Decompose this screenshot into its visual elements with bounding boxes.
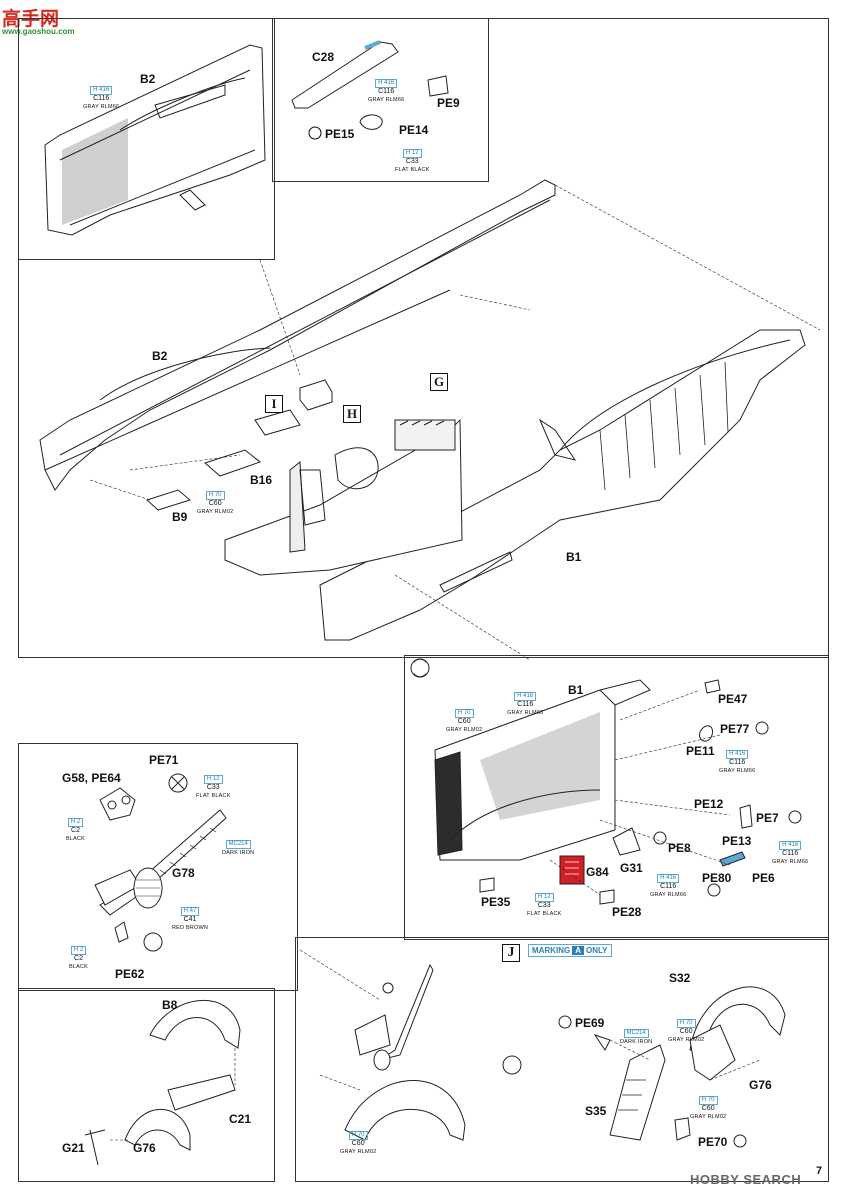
main-step-frame xyxy=(18,18,829,658)
part-label-pe12: PE12 xyxy=(694,797,724,811)
part-label-s35: S35 xyxy=(585,1104,607,1118)
part-label-pe35: PE35 xyxy=(481,895,511,909)
part-label-pe71: PE71 xyxy=(149,753,179,767)
part-label-b1-inset: B1 xyxy=(568,683,584,697)
step-marker-g: G xyxy=(430,373,448,391)
part-label-pe70: PE70 xyxy=(698,1135,728,1149)
part-label-b1-main: B1 xyxy=(566,550,582,564)
step-marker-i: I xyxy=(265,395,283,413)
part-label-g76-left: G76 xyxy=(133,1141,156,1155)
step-marker-j: J xyxy=(502,944,520,962)
part-label-pe6: PE6 xyxy=(752,871,775,885)
part-label-g76-right: G76 xyxy=(749,1078,772,1092)
part-label-pe28: PE28 xyxy=(612,905,642,919)
marking-a-only-note: MARKING A ONLY xyxy=(528,944,612,957)
part-label-s32: S32 xyxy=(669,971,691,985)
part-label-c21: C21 xyxy=(229,1112,252,1126)
part-label-pe13: PE13 xyxy=(722,834,752,848)
part-label-pe47: PE47 xyxy=(718,692,748,706)
part-label-pe80: PE80 xyxy=(702,871,732,885)
watermark-logo: 高手网 xyxy=(2,9,60,30)
part-label-pe11: PE11 xyxy=(686,744,715,758)
inset-frame-b1-detail xyxy=(404,655,829,940)
part-label-pe69: PE69 xyxy=(575,1016,605,1030)
part-label-pe15: PE15 xyxy=(325,127,355,141)
part-label-pe62: PE62 xyxy=(115,967,145,981)
part-label-g78: G78 xyxy=(172,866,195,880)
part-label-b9: B9 xyxy=(172,510,188,524)
part-label-pe7: PE7 xyxy=(756,811,779,825)
part-label-g58-pe64: G58, PE64 xyxy=(62,771,121,785)
part-label-b16: B16 xyxy=(250,473,273,487)
hobby-search-logo: HOBBY SEARCH xyxy=(690,1172,802,1187)
page-number: 7 xyxy=(816,1165,823,1177)
inset-frame-canopy-left xyxy=(18,988,275,1182)
part-label-pe9: PE9 xyxy=(437,96,460,110)
part-label-g31: G31 xyxy=(620,861,643,875)
part-label-c28: C28 xyxy=(312,50,335,64)
inset-frame-mg xyxy=(18,743,298,991)
watermark-url: www.gaoshou.com xyxy=(2,27,75,36)
step-j-frame xyxy=(295,937,829,1182)
part-label-g84: G84 xyxy=(586,865,609,879)
part-label-b8: B8 xyxy=(162,998,178,1012)
step-marker-h: H xyxy=(343,405,361,423)
part-label-g21: G21 xyxy=(62,1141,85,1155)
part-label-pe77: PE77 xyxy=(720,722,750,736)
part-label-b2-inset: B2 xyxy=(140,72,156,86)
part-label-pe8: PE8 xyxy=(668,841,691,855)
part-label-b2-main: B2 xyxy=(152,349,168,363)
part-label-pe14: PE14 xyxy=(399,123,429,137)
